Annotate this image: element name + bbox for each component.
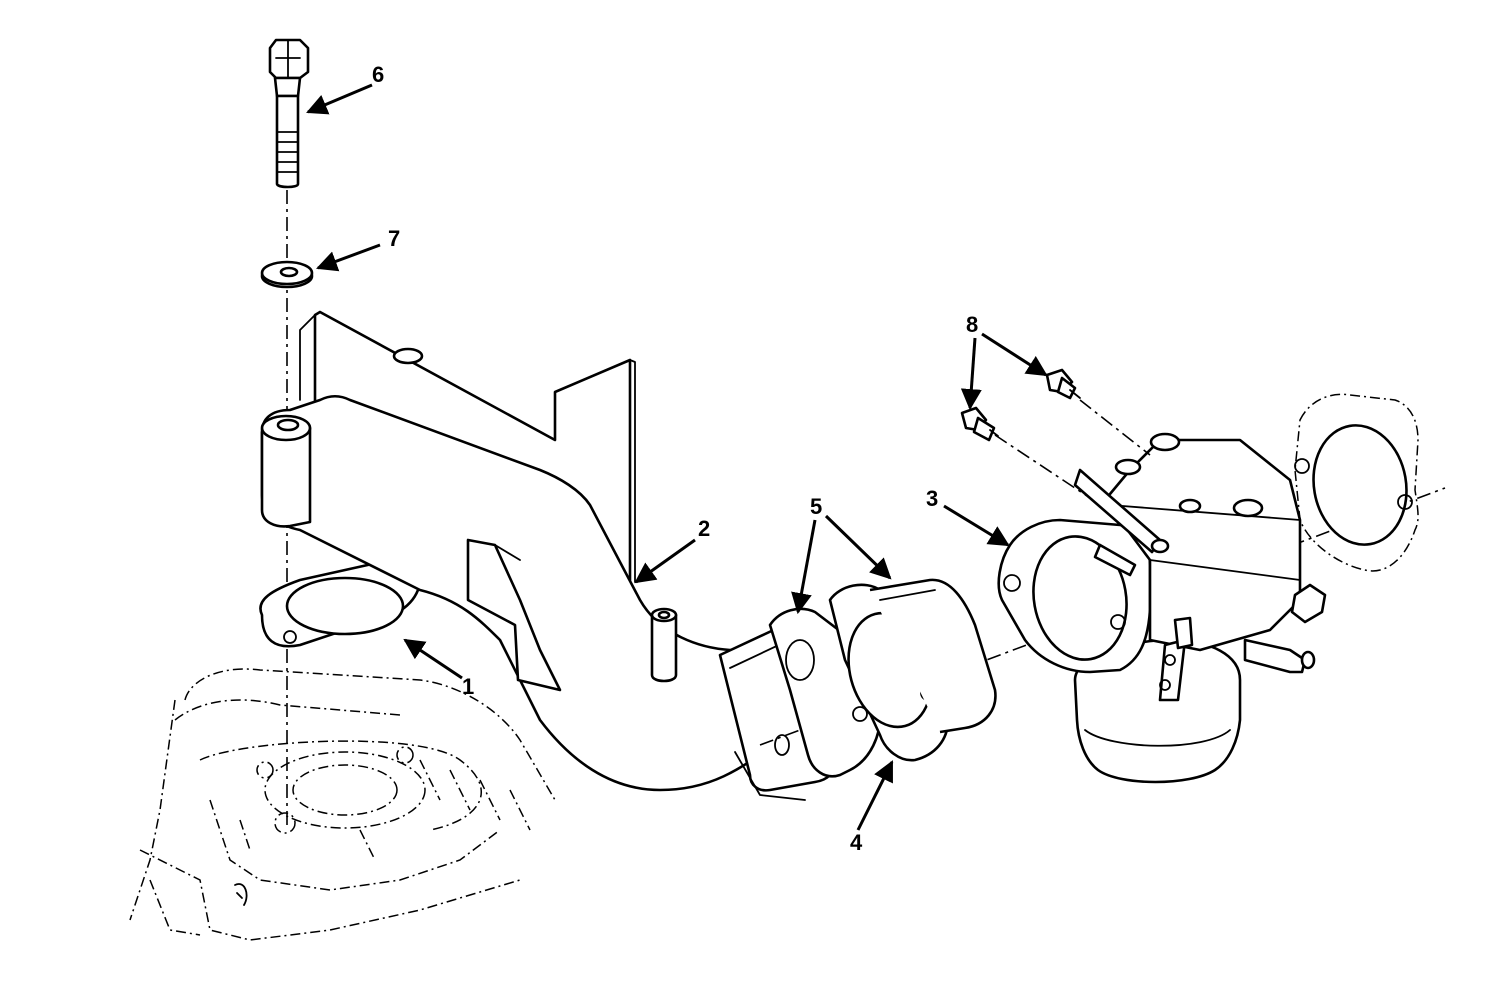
callout-8: 8 (966, 312, 978, 337)
leader-7 (316, 243, 381, 272)
plug-lower (960, 406, 999, 442)
carburetor (997, 432, 1327, 784)
leader-2 (634, 538, 696, 584)
callout-labels: 6 7 1 2 5 4 3 8 (372, 62, 978, 855)
callout-1: 1 (462, 674, 474, 699)
washer (260, 260, 314, 289)
manifold-gasket-lower (259, 558, 425, 648)
leader-3 (943, 504, 1010, 547)
callout-7: 7 (388, 226, 400, 251)
callout-5: 5 (810, 494, 822, 519)
leader-5a (791, 519, 817, 615)
leader-8b (981, 332, 1048, 377)
intake-manifold (260, 310, 837, 801)
plug-centerline-upper (1079, 399, 1151, 456)
engine-cylinder-head-ghost (129, 668, 556, 941)
leader-4 (856, 760, 894, 831)
callout-3: 3 (926, 486, 938, 511)
bolt (268, 38, 310, 189)
callout-2: 2 (698, 516, 710, 541)
air-cleaner-gasket-ghost (1294, 393, 1419, 572)
callout-4: 4 (850, 830, 863, 855)
plug-centerline-lower (994, 434, 1091, 499)
callout-6: 6 (372, 62, 384, 87)
leader-5b (824, 514, 892, 580)
leader-1 (403, 638, 463, 680)
leader-6 (306, 83, 373, 115)
plug-upper (1045, 368, 1081, 400)
leader-8a (960, 337, 982, 411)
leader-lines (306, 83, 1048, 831)
